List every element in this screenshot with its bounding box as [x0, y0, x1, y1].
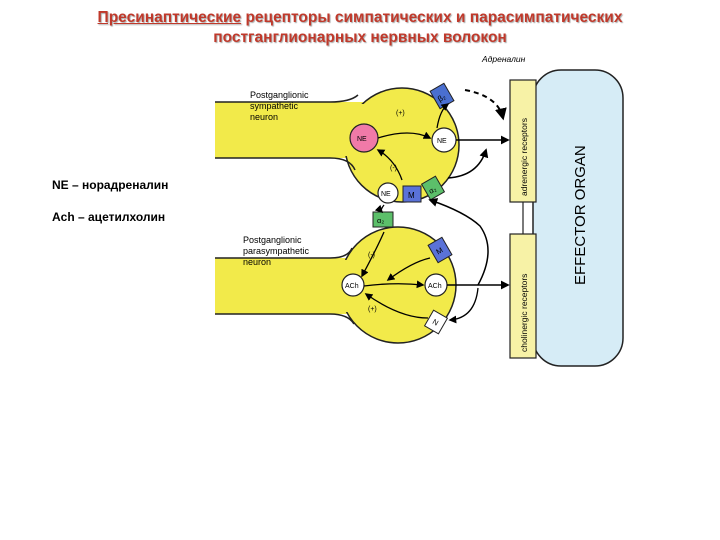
ach-vesicle-label: ACh: [345, 283, 359, 290]
cholinergic-label: cholinergic receptors: [519, 274, 529, 352]
n-receptor: N: [423, 309, 449, 335]
slide-title: Пресинаптические рецепторы симпатических…: [0, 8, 720, 48]
sympathetic-neuron: [215, 87, 460, 203]
m-receptor-symp-label: M: [408, 191, 415, 200]
ne-vesicle-release-arrow: [377, 131, 432, 139]
cholinergic-receptor-bar: [509, 233, 537, 359]
symp-label-1: Postganglionic: [250, 90, 309, 100]
adrenaline-dashed-arrow: [464, 89, 507, 121]
ach-release-label: ACh: [428, 283, 442, 290]
n-facilitate-arrow: [364, 293, 429, 319]
ach-to-n-arrow: [448, 287, 479, 324]
para-label-1: Postganglionic: [243, 235, 302, 245]
symp-minus: (-): [390, 165, 397, 172]
title-line1-rest: рецепторы симпатических и парасимпатичес…: [241, 9, 623, 26]
svg-text:M: M: [435, 245, 445, 256]
svg-text:α₂: α₂: [427, 184, 438, 195]
m-receptor-symp: [402, 185, 422, 203]
alpha-lower-inhibit-arrow: [361, 231, 385, 278]
para-plus: (+): [368, 306, 377, 313]
adrenaline-label: Адреналин: [481, 54, 526, 64]
svg-text:β₂: β₂: [436, 92, 447, 104]
ach-vesicle-release-arrow: [363, 280, 425, 289]
alpha2-lower-label: α₂: [377, 216, 384, 225]
alpha-inhibit-arrow: [376, 149, 403, 181]
adrenergic-label: adrenergic receptors: [519, 118, 529, 196]
legend-ne: NE – норадреналин: [52, 178, 169, 192]
m-inhibit-arrow: [386, 257, 431, 281]
beta-arrow: [436, 103, 450, 129]
ne-feedback-arrow: [447, 148, 489, 179]
ne-terminal-site: [377, 182, 399, 204]
alpha2-receptor-upper: α₂: [420, 175, 446, 201]
ne-vesicle-label: NE: [357, 136, 367, 143]
para-label-3: neuron: [243, 257, 271, 267]
title-underlined: Пресинаптические: [97, 9, 242, 26]
effector-organ-label: EFFECTOR ORGAN: [572, 145, 589, 285]
legend-ach: Ach – ацетилхолин: [52, 210, 166, 224]
effector-organ: [532, 69, 624, 367]
ach-vesicle: [341, 273, 365, 297]
para-minus: (-): [368, 252, 375, 259]
title-line2: постганглионарных нервных волокон: [213, 29, 507, 46]
ne-terminal-label: NE: [381, 191, 391, 198]
ach-to-m-arrow: [428, 198, 489, 286]
parasympathetic-neuron: [215, 226, 457, 344]
ne-to-alpha-lower-arrow: [374, 204, 385, 214]
m-receptor-para: M: [427, 236, 453, 264]
symp-label-3: neuron: [250, 112, 278, 122]
adrenergic-receptor-bar: [509, 79, 537, 203]
symp-label-2: sympathetic: [250, 101, 299, 111]
symp-plus: (+): [396, 110, 405, 117]
ne-release-label: NE: [437, 138, 447, 145]
para-label-2: parasympathetic: [243, 246, 310, 256]
svg-text:N: N: [431, 317, 440, 328]
